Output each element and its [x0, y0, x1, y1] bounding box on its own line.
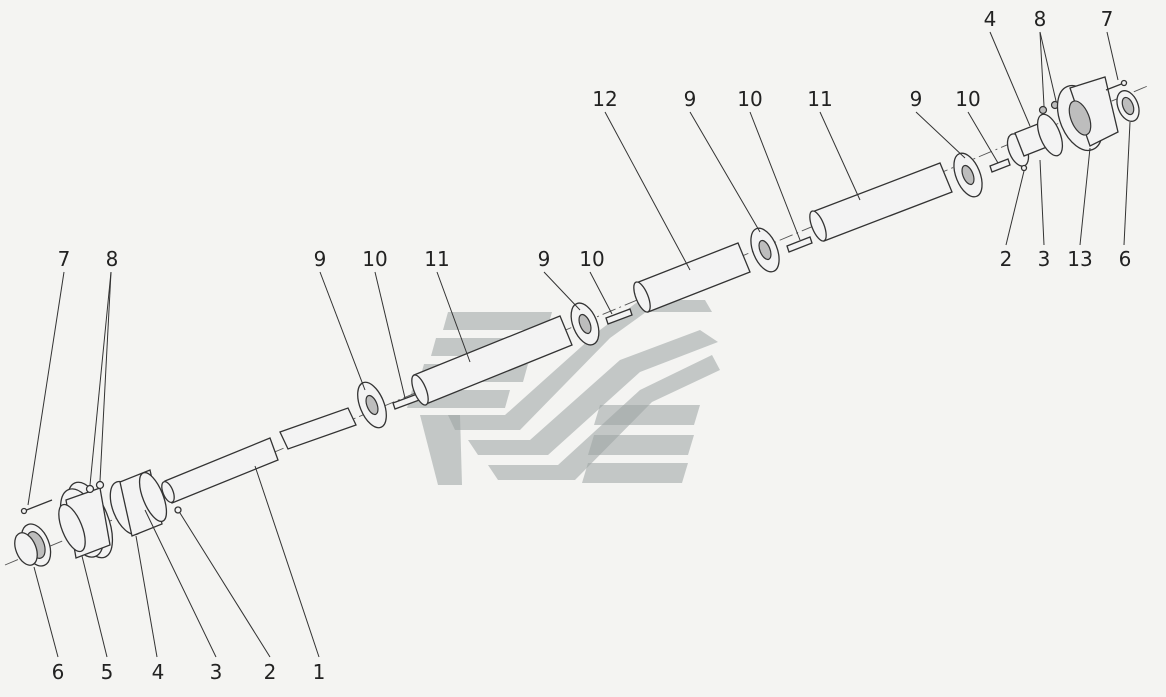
right-pin-2: [1020, 164, 1028, 172]
callout-labels: 7 8 9 10 11 9 10 12 9 10 11 9 10 4 8 7 2…: [52, 7, 1132, 684]
label-left-8: 8: [106, 247, 119, 271]
right-flange-housing-13: [1056, 76, 1119, 152]
label-top-9b: 9: [910, 87, 923, 111]
right-bearing-6: [1116, 90, 1140, 122]
label-top-10b: 10: [955, 87, 980, 111]
left-flange-housing-5: [58, 481, 114, 559]
left-pin-2: [174, 506, 182, 514]
label-mid-9: 9: [538, 247, 551, 271]
right-sleeve-4: [1006, 113, 1064, 167]
top-sprocket-9b: [953, 152, 983, 198]
watermark-chevron-3: [488, 355, 720, 480]
label-bottom-2: 2: [264, 660, 277, 684]
top-key-10b: [989, 158, 1011, 173]
label-top-9a: 9: [684, 87, 697, 111]
leader-lines: [27, 31, 1131, 658]
watermark-stripe-5: [594, 405, 700, 425]
label-top-12: 12: [592, 87, 617, 111]
watermark-stem: [420, 415, 462, 485]
right-bolt-7: [1105, 79, 1128, 91]
watermark-stripe-7: [582, 463, 688, 483]
label-right-6: 6: [1119, 247, 1132, 271]
top-sprocket-9a: [750, 227, 780, 273]
label-left-9: 9: [314, 247, 327, 271]
tube-12: [633, 242, 751, 313]
label-bottom-6: 6: [52, 660, 65, 684]
watermark-logo: [407, 300, 720, 485]
watermark-chevron-2: [468, 330, 718, 455]
label-left-10: 10: [362, 247, 387, 271]
label-right-4: 4: [984, 7, 997, 31]
label-bottom-4: 4: [152, 660, 165, 684]
left-spacer-tube: [279, 407, 357, 450]
label-right-8: 8: [1034, 7, 1047, 31]
left-nuts-8: [85, 480, 105, 494]
left-bolt-7: [20, 499, 53, 515]
label-left-7: 7: [58, 247, 71, 271]
mid-key-10: [605, 308, 633, 325]
label-right-13: 13: [1067, 247, 1092, 271]
label-top-10a: 10: [737, 87, 762, 111]
watermark-stripe-1: [443, 312, 552, 330]
label-left-11: 11: [424, 247, 449, 271]
left-sprocket-9: [357, 381, 387, 429]
mid-sprocket-9: [570, 302, 600, 346]
label-bottom-5: 5: [101, 660, 114, 684]
label-top-11: 11: [807, 87, 832, 111]
label-right-3: 3: [1038, 247, 1051, 271]
left-sleeve-4: [109, 469, 168, 537]
label-right-7: 7: [1101, 7, 1114, 31]
left-tube-11: [411, 315, 573, 406]
left-bearing-6: [14, 523, 52, 567]
watermark-stripe-6: [588, 435, 694, 455]
left-shaft-1: [161, 437, 279, 504]
label-right-2: 2: [1000, 247, 1013, 271]
top-tube-11: [809, 162, 953, 242]
watermark-chevron-1: [448, 300, 712, 430]
right-nuts-8: [1038, 100, 1060, 115]
label-mid-10: 10: [579, 247, 604, 271]
label-bottom-3: 3: [210, 660, 223, 684]
top-key-10a: [786, 236, 813, 253]
label-bottom-1: 1: [313, 660, 326, 684]
